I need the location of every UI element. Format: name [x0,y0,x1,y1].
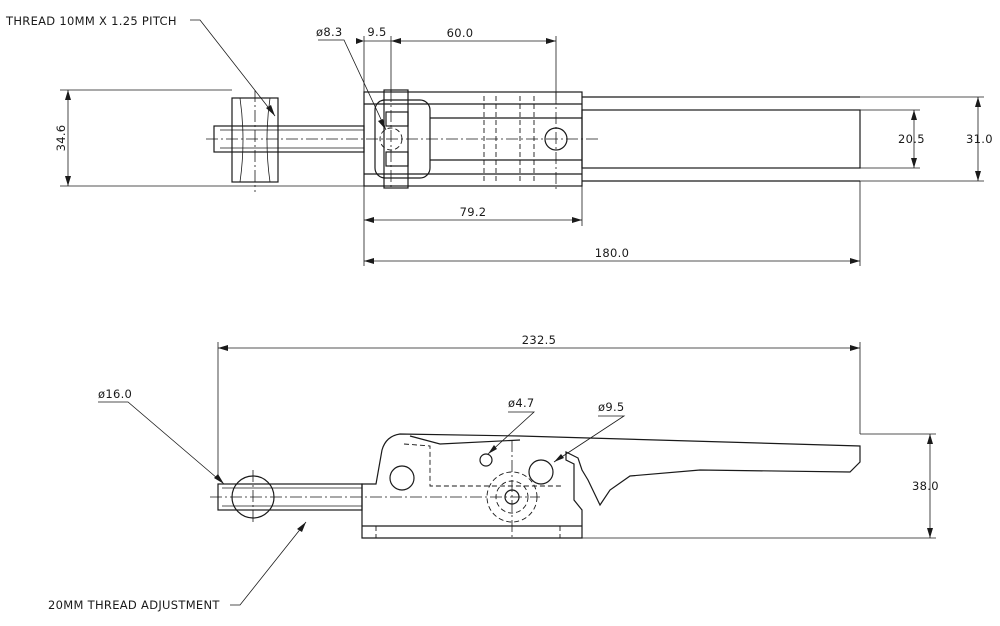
hidden-pivot-outer [486,471,538,523]
large-hole-leader [553,415,626,463]
hole-dia-leader [318,39,387,131]
dim-height-label: 38.0 [912,479,939,493]
dim-offset-label: 9.5 [367,25,386,39]
thread-note: THREAD 10MM X 1.25 PITCH [5,14,177,28]
pivot-hole-side [389,465,415,491]
side-view: 232.5 ø16.0 ø4.7 ø9.5 [48,333,939,612]
dim-base-length-label: 79.2 [460,205,487,219]
knob-dia-leader [98,401,225,485]
knob-dia-label: ø16.0 [98,387,132,401]
clamp-body-side [361,433,861,539]
dim-total-length-label: 180.0 [595,246,629,260]
dim-overall-length-label: 232.5 [522,333,556,347]
dim-pivot-span-label: 60.0 [447,26,474,40]
adjust-note: 20MM THREAD ADJUSTMENT [48,598,220,612]
large-hole-dia-label: ø9.5 [598,400,625,414]
top-view: THREAD 10MM X 1.25 PITCH 34.6 60.0 9.5 ø… [5,14,993,266]
clevis-top [374,99,431,179]
large-hole-side [528,459,554,485]
handle-top [581,109,861,169]
small-hole-dia-label: ø4.7 [508,396,535,410]
dim-hole-dia-label: ø8.3 [316,25,343,39]
dim-height-overall-label: 34.6 [54,125,68,152]
small-hole-leader [487,411,536,455]
dim-width-inner-label: 20.5 [898,132,925,146]
dim-width-outer-label: 31.0 [966,132,993,146]
small-hole-side [479,453,493,467]
adjust-leader [230,521,307,606]
thread-leader [190,19,276,117]
